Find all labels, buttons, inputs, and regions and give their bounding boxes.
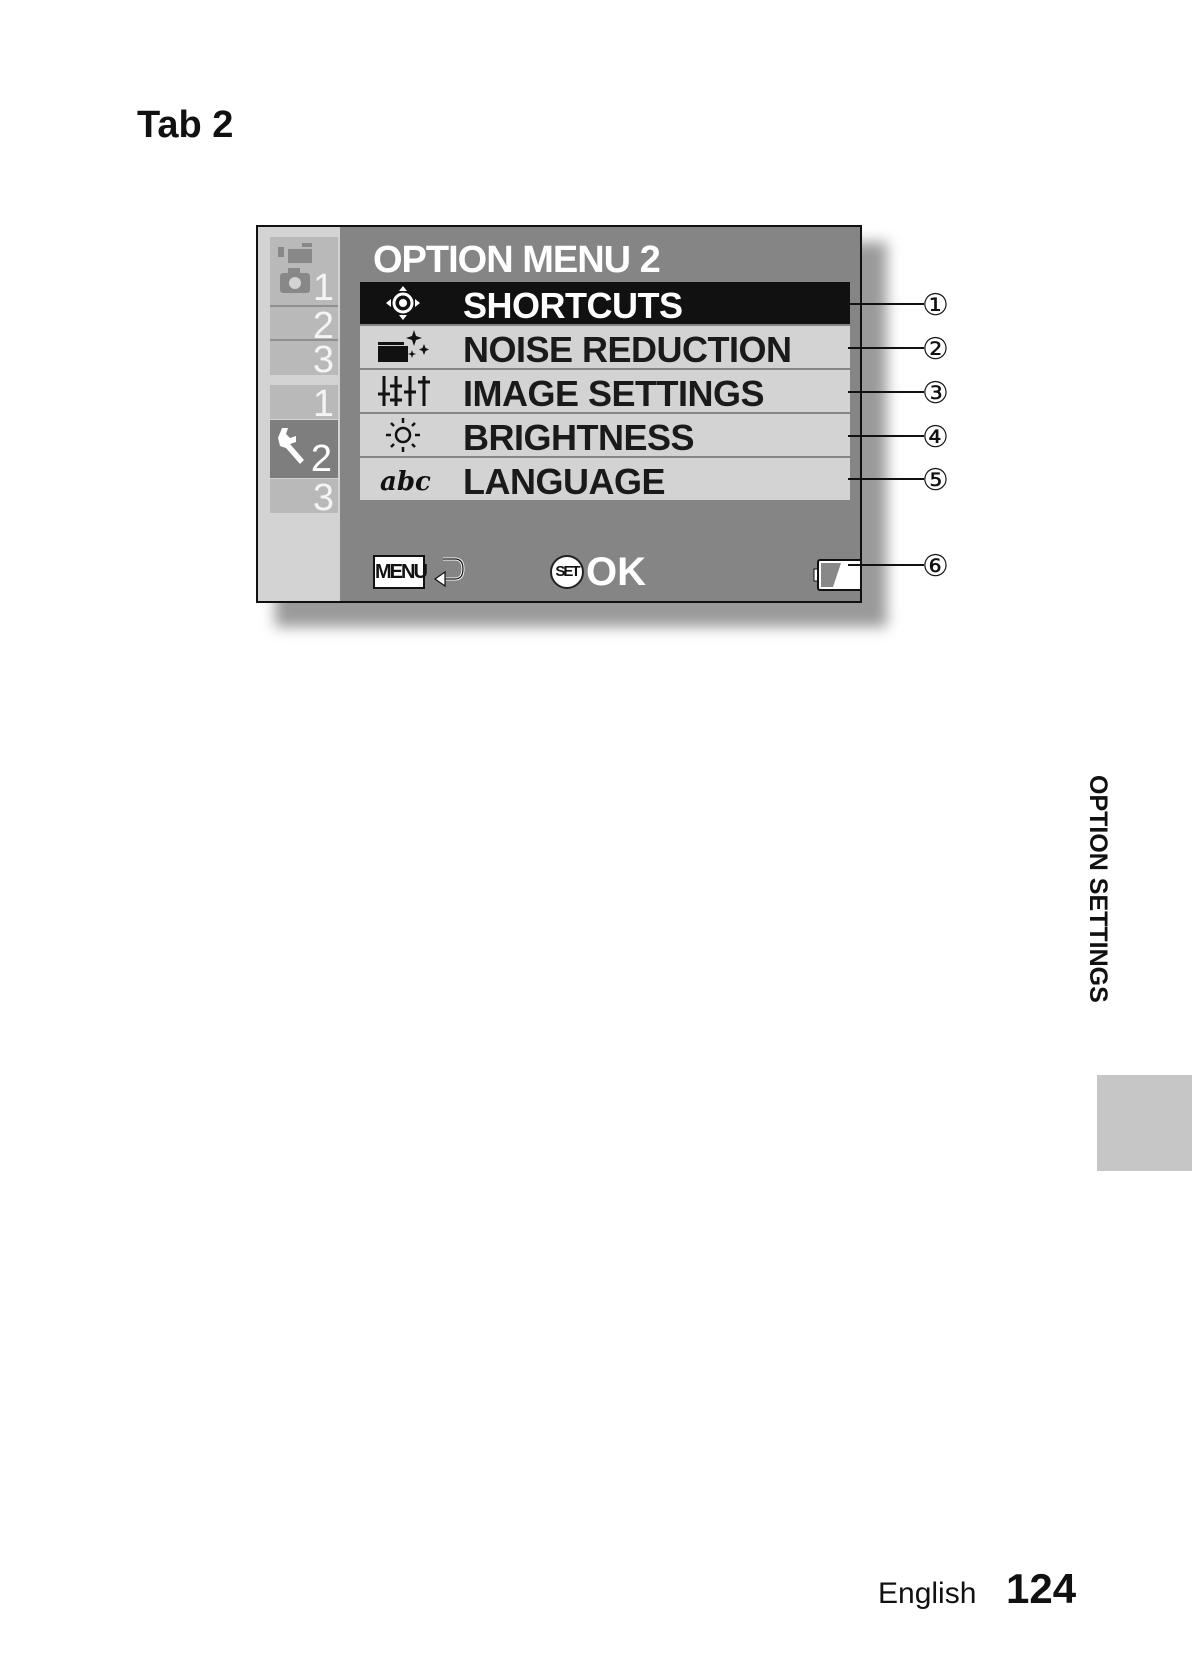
menu-item-image-settings[interactable]: IMAGE SETTINGS (360, 370, 850, 414)
tab-shooting-3[interactable]: 3 (270, 341, 338, 379)
camera-video-icon (278, 243, 312, 293)
tab-column: 1 2 3 1 2 3 (258, 227, 340, 601)
callout-1: ① (922, 288, 949, 323)
option-menu-list: SHORTCUTS NOISE REDUCTION IMAGE S (360, 282, 850, 502)
tab-setup-3[interactable]: 3 (270, 479, 338, 517)
menu-title: OPTION MENU 2 (373, 239, 661, 281)
menu-item-noise-reduction[interactable]: NOISE REDUCTION (360, 326, 850, 370)
menu-button[interactable]: MENU (373, 555, 428, 589)
return-arrow-icon (433, 557, 465, 588)
menu-item-label: SHORTCUTS (463, 285, 683, 326)
abc-language-icon: abc (380, 467, 431, 497)
battery-icon (813, 559, 860, 591)
menu-item-label: NOISE REDUCTION (463, 329, 792, 370)
tab-number: 2 (312, 305, 334, 347)
tab-number: 1 (312, 267, 334, 309)
callout-4: ④ (922, 420, 949, 455)
camera-screen: 1 2 3 1 2 3 OPTION MENU 2 (256, 225, 862, 603)
page-heading: Tab 2 (137, 104, 234, 146)
section-thumb-tab (1097, 1075, 1192, 1171)
menu-item-label: BRIGHTNESS (463, 417, 695, 458)
footer-language: English (878, 1577, 977, 1610)
menu-item-label: LANGUAGE (463, 461, 666, 502)
page-number: 124 (1006, 1565, 1077, 1612)
tab-shooting-1[interactable]: 1 (270, 237, 338, 309)
noise-reduction-icon (378, 330, 429, 362)
tab-divider (270, 305, 338, 307)
tab-number: 3 (312, 477, 334, 519)
tab-number: 2 (310, 438, 332, 480)
tab-number: 3 (312, 339, 334, 381)
image-settings-sliders-icon (378, 376, 430, 406)
ok-label: OK (586, 550, 646, 594)
wrench-icon (278, 428, 304, 464)
svg-text:abc: abc (380, 467, 431, 497)
shortcut-dpad-icon (386, 286, 420, 320)
menu-item-language[interactable]: abc LANGUAGE (360, 458, 850, 502)
callout-2: ② (922, 332, 949, 367)
tab-setup-1[interactable]: 1 (270, 385, 338, 423)
set-button[interactable]: SET (550, 555, 584, 589)
tab-number: 1 (312, 383, 334, 425)
tab-shooting-2[interactable]: 2 (270, 307, 338, 345)
menu-item-shortcuts[interactable]: SHORTCUTS (360, 282, 850, 326)
section-side-label: OPTION SETTINGS (1084, 775, 1112, 1003)
tab-setup-2[interactable]: 2 (270, 420, 338, 478)
menu-item-brightness[interactable]: BRIGHTNESS (360, 414, 850, 458)
tab-divider (270, 339, 338, 341)
callout-6: ⑥ (922, 549, 949, 584)
menu-item-label: IMAGE SETTINGS (463, 373, 765, 414)
callout-3: ③ (922, 376, 949, 411)
callout-5: ⑤ (922, 463, 949, 498)
sun-icon (386, 418, 420, 452)
screen-bottom-bar: MENU SET OK (373, 547, 860, 597)
